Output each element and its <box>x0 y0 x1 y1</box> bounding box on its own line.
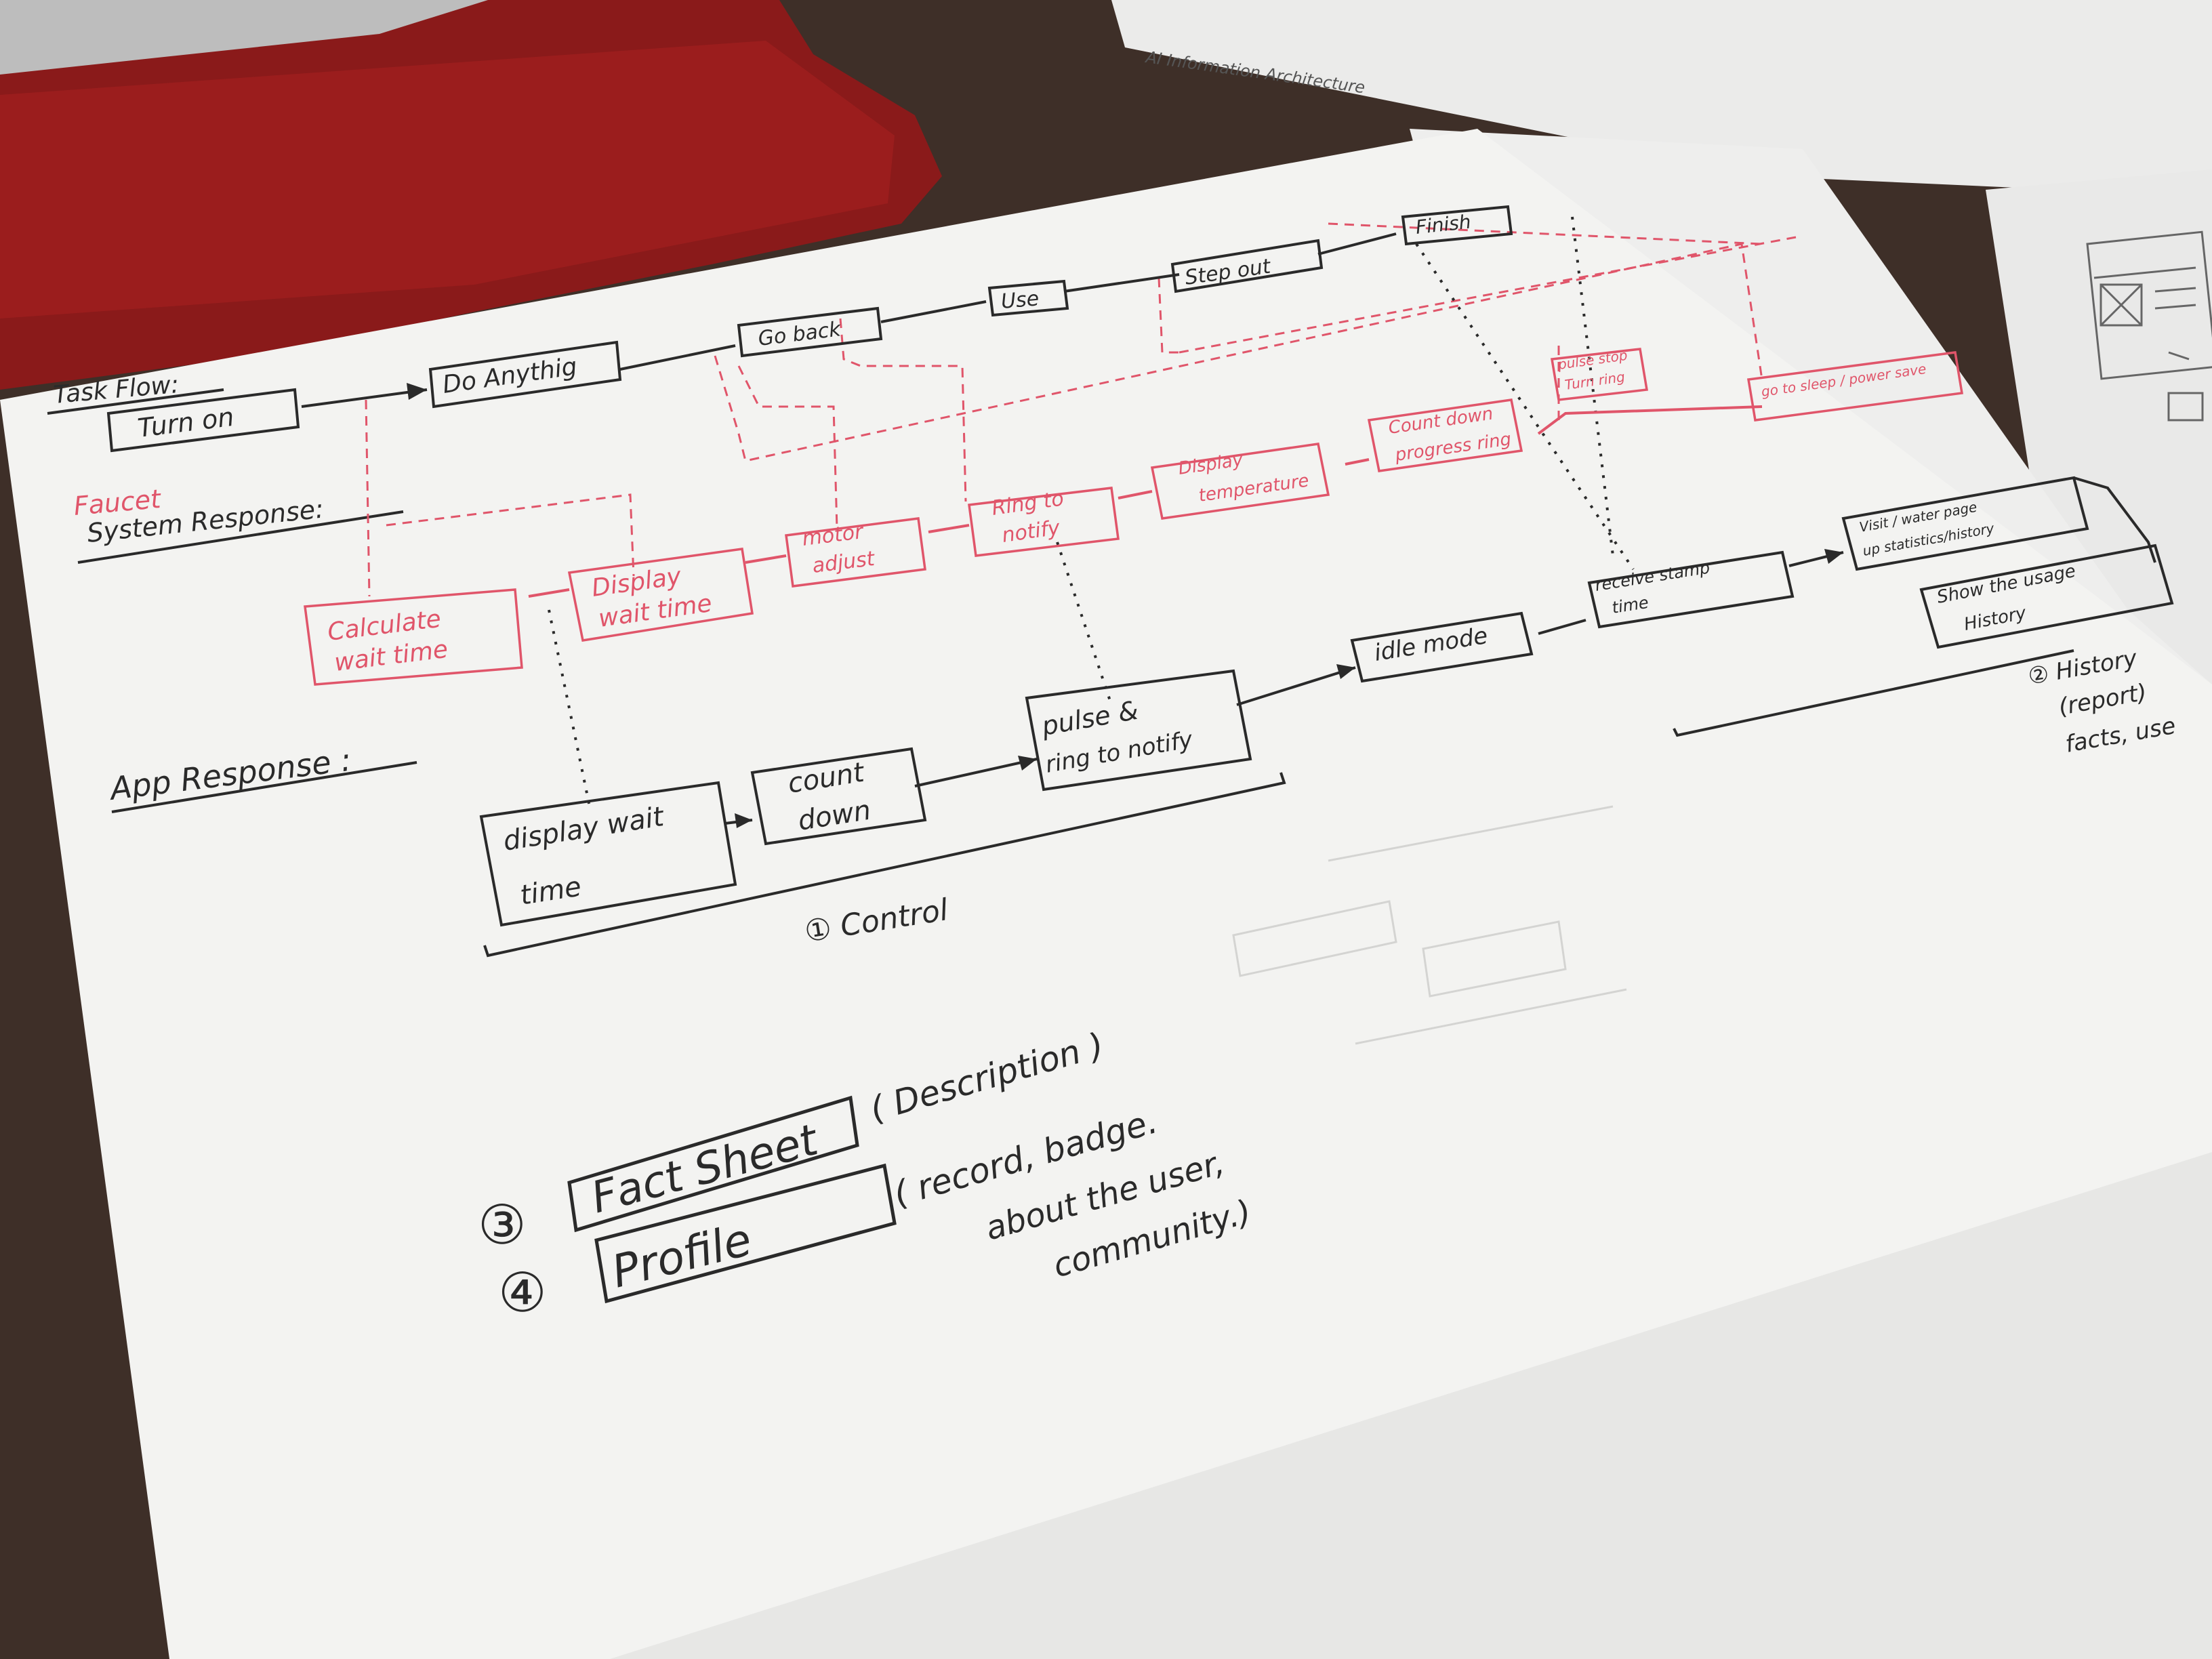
system-underline <box>77 510 404 564</box>
node-use-label: Use <box>1000 287 1040 314</box>
control-bracket <box>483 772 1286 958</box>
node-use: Use <box>987 279 1069 317</box>
main-sheet <box>0 129 2212 1659</box>
node-turn-on: Turn on <box>106 388 300 453</box>
red-dashed-connectors <box>365 222 1797 597</box>
history-bracket <box>1673 649 2074 737</box>
group-brackets <box>483 476 2156 958</box>
solid-arrows <box>301 232 1844 825</box>
profile-box <box>594 1163 897 1304</box>
profile-number: ④ <box>498 1261 547 1324</box>
red-cloth-fold <box>0 41 895 319</box>
show-through-marks <box>1232 805 1627 1045</box>
app-underline <box>111 761 417 813</box>
fact-sheet-number: ③ <box>478 1193 527 1256</box>
black-dotted-connectors <box>548 216 1635 807</box>
task-flow-underline <box>47 388 224 415</box>
main-sheet-shade <box>610 1152 2212 1659</box>
laptop-edge <box>0 0 488 75</box>
back-sheet-top <box>1111 0 2212 197</box>
right-sheet-wireframe <box>2086 230 2212 422</box>
fact-sheet-box <box>567 1095 859 1233</box>
arrow-heads <box>407 383 1843 828</box>
red-arrows <box>528 405 1763 598</box>
